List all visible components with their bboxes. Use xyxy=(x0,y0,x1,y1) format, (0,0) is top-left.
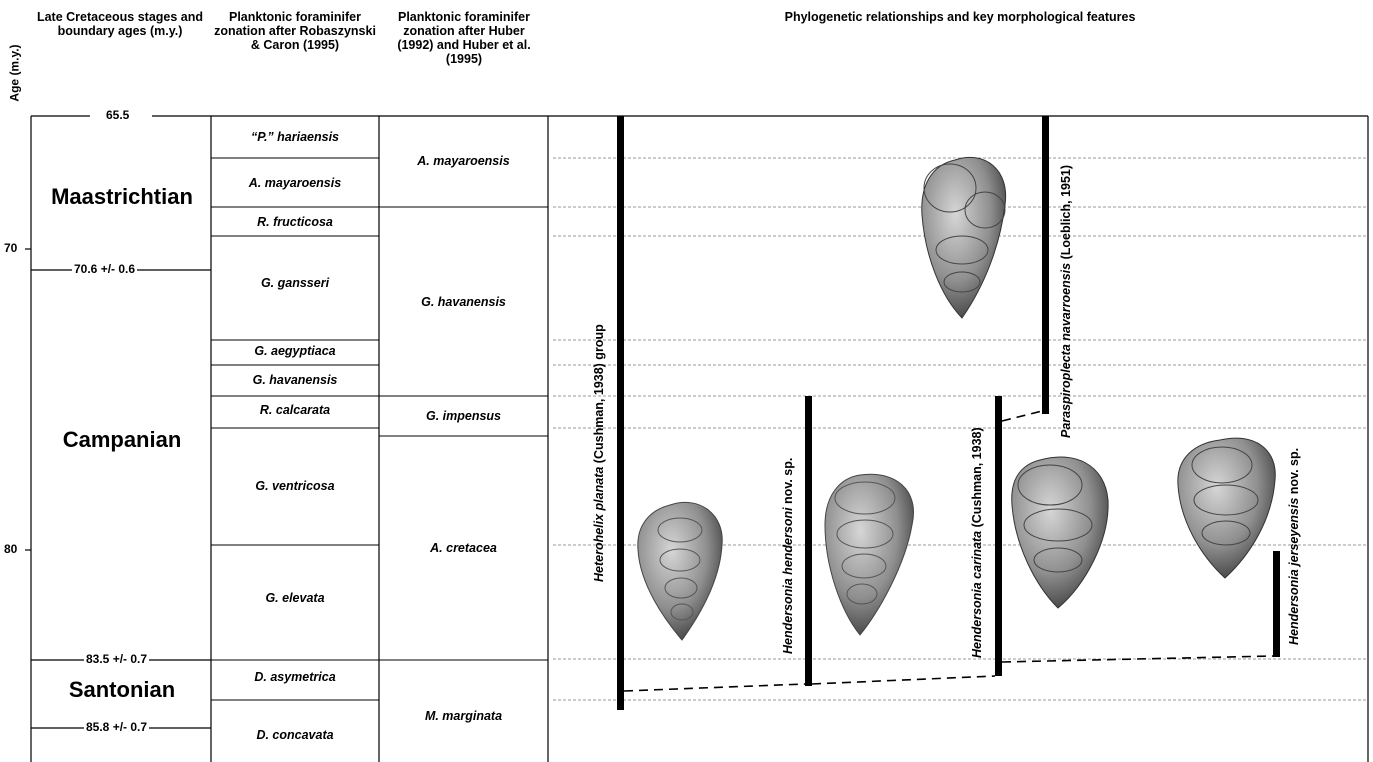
zone-label: M. marginata xyxy=(379,709,548,723)
zone-label: G. impensus xyxy=(379,409,548,423)
fossil-hendersoni xyxy=(825,474,913,635)
taxon-label-planata: Heterohelix planata (Cushman, 1938) grou… xyxy=(592,324,606,582)
zone-label: G. aegyptiaca xyxy=(211,344,379,358)
age-tick-80: 80 xyxy=(4,542,17,556)
fossil-carinata xyxy=(1012,457,1108,608)
zone-label: G. havanensis xyxy=(211,373,379,387)
range-bar-navarroensis xyxy=(1042,116,1049,414)
range-bar-jerseyensis xyxy=(1273,551,1280,657)
range-bar-carinata xyxy=(995,396,1002,676)
zone-label: G. elevata xyxy=(211,591,379,605)
zone-label: G. ventricosa xyxy=(211,479,379,493)
zone-label: A. mayaroensis xyxy=(379,154,548,168)
zone-label: G. havanensis xyxy=(379,295,548,309)
boundary-age: 85.8 +/- 0.7 xyxy=(84,720,149,734)
fossil-planata xyxy=(638,502,722,640)
range-bar-hendersoni xyxy=(805,396,812,686)
taxon-label-hendersoni: Hendersonia hendersoni nov. sp. xyxy=(781,458,795,654)
taxon-label-jerseyensis: Hendersonia jerseyensis nov. sp. xyxy=(1287,448,1301,645)
taxon-label-carinata: Hendersonia carinata (Cushman, 1938) xyxy=(970,427,984,658)
range-bar-planata xyxy=(617,116,624,710)
fossil-navarroensis xyxy=(922,157,1006,318)
taxon-label-navarroensis: Paraspiroplecta navarroensis (Loeblich, … xyxy=(1059,165,1073,438)
zone-label: G. gansseri xyxy=(211,276,379,290)
stage-label: Santonian xyxy=(32,677,212,703)
zone-label: R. fructicosa xyxy=(211,215,379,229)
boundary-age: 83.5 +/- 0.7 xyxy=(84,652,149,666)
zone-label: D. concavata xyxy=(211,728,379,742)
zone-label: R. calcarata xyxy=(211,403,379,417)
zone-label: A. mayaroensis xyxy=(211,176,379,190)
zone-label: A. cretacea xyxy=(379,541,548,555)
boundary-age: 70.6 +/- 0.6 xyxy=(72,262,137,276)
zone-label: D. asymetrica xyxy=(211,670,379,684)
zone-label: “P.” hariaensis xyxy=(211,130,379,144)
fossil-jerseyensis xyxy=(1178,438,1275,578)
stage-label: Campanian xyxy=(32,427,212,453)
stage-label: Maastrichtian xyxy=(32,184,212,210)
boundary-age: 65.5 xyxy=(104,108,131,122)
age-tick-70: 70 xyxy=(4,241,17,255)
